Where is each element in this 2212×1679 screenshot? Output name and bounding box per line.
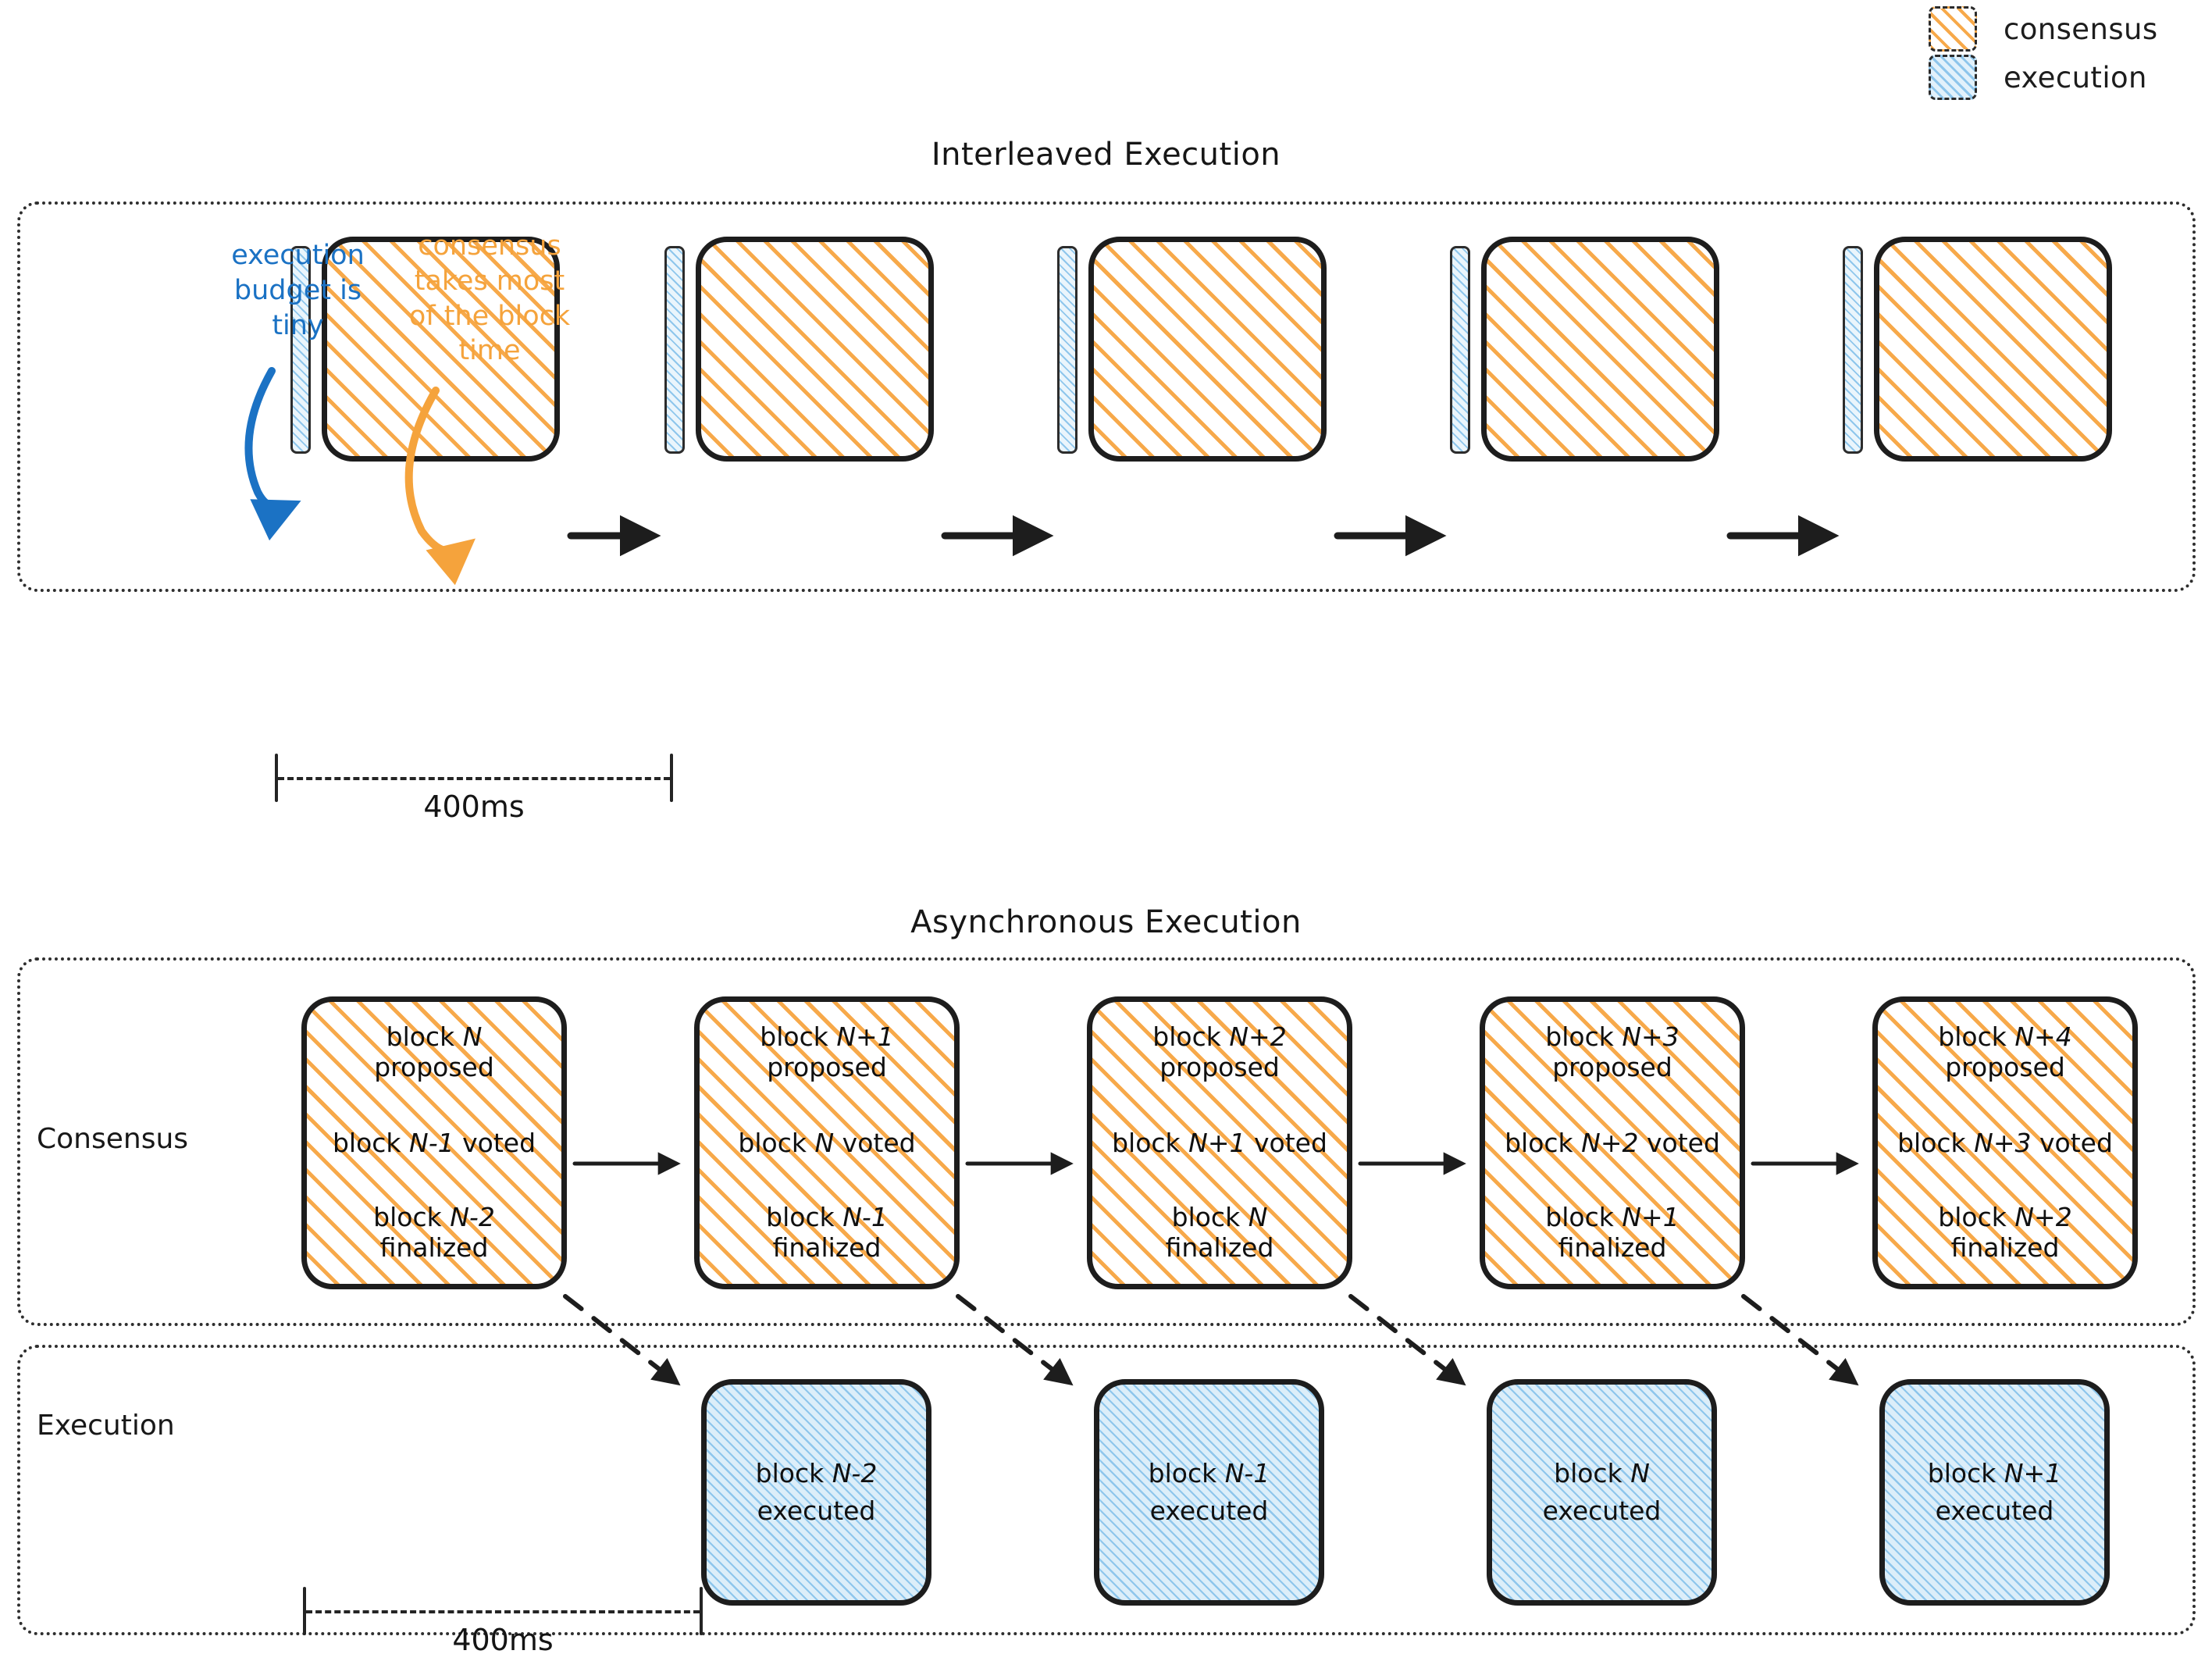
consensus-card-voted: block N+1 voted [1112,1127,1327,1158]
legend-label-execution: execution [2004,60,2147,94]
execution-card-1: block N-2 executed [701,1379,931,1606]
ruler-label: 400ms [423,790,525,824]
interleaved-execution-slot-3 [1057,246,1078,454]
row-label-execution: Execution [37,1410,175,1442]
interleaved-consensus-block-3 [1088,237,1327,462]
panel-interleaved-execution [17,201,2196,592]
ruler-line [278,777,670,780]
panel-consensus-row [17,957,2196,1326]
section-title-asynchronous: Asynchronous Execution [910,904,1302,940]
execution-card-line1: block N-1 [1148,1458,1270,1489]
interleaved-execution-slot-2 [664,246,685,454]
execution-card-2: block N-1 executed [1094,1379,1324,1606]
interleaved-consensus-block-4 [1481,237,1719,462]
ruler-cap-right [670,754,673,802]
annotation-execution-budget: execution budget is tiny [231,240,365,341]
execution-card-line2: executed [1935,1495,2054,1526]
execution-card-4: block N+1 executed [1879,1379,2110,1606]
execution-card-line2: executed [1149,1495,1269,1526]
legend-item-consensus: consensus [1929,5,2210,53]
section-title-interleaved: Interleaved Execution [931,137,1281,173]
ruler-asynchronous-400ms: 400ms [303,1587,703,1657]
interleaved-consensus-block-5 [1874,237,2112,462]
execution-card-line1: block N+1 [1927,1458,2062,1489]
panel-execution-row [17,1345,2196,1635]
ruler-cap-left [303,1587,306,1635]
execution-card-3: block N executed [1487,1379,1717,1606]
row-label-consensus: Consensus [37,1123,189,1155]
consensus-card-voted: block N+3 voted [1897,1127,2113,1158]
legend-item-execution: execution [1929,53,2210,102]
interleaved-consensus-block-2 [696,237,934,462]
interleaved-execution-slot-4 [1450,246,1470,454]
ruler-cap-right [700,1587,703,1635]
ruler-line [306,1610,700,1613]
consensus-card-voted: block N+2 voted [1505,1127,1720,1158]
ruler-interleaved-400ms: 400ms [275,754,673,824]
annotation-consensus-time: consensus takes most of the block time [408,230,571,367]
execution-swatch-icon [1929,55,1977,100]
consensus-swatch-icon [1929,6,1977,52]
execution-card-line1: block N [1554,1458,1650,1489]
ruler-label: 400ms [452,1623,554,1657]
interleaved-execution-slot-5 [1843,246,1863,454]
consensus-card-voted: block N-1 voted [332,1127,536,1158]
execution-card-line2: executed [1542,1495,1662,1526]
ruler-cap-left [275,754,278,802]
consensus-card-voted: block N voted [738,1127,916,1158]
execution-card-line1: block N-2 [755,1458,878,1489]
legend-label-consensus: consensus [2004,12,2158,46]
execution-card-line2: executed [757,1495,876,1526]
legend: consensus execution [1929,5,2210,102]
